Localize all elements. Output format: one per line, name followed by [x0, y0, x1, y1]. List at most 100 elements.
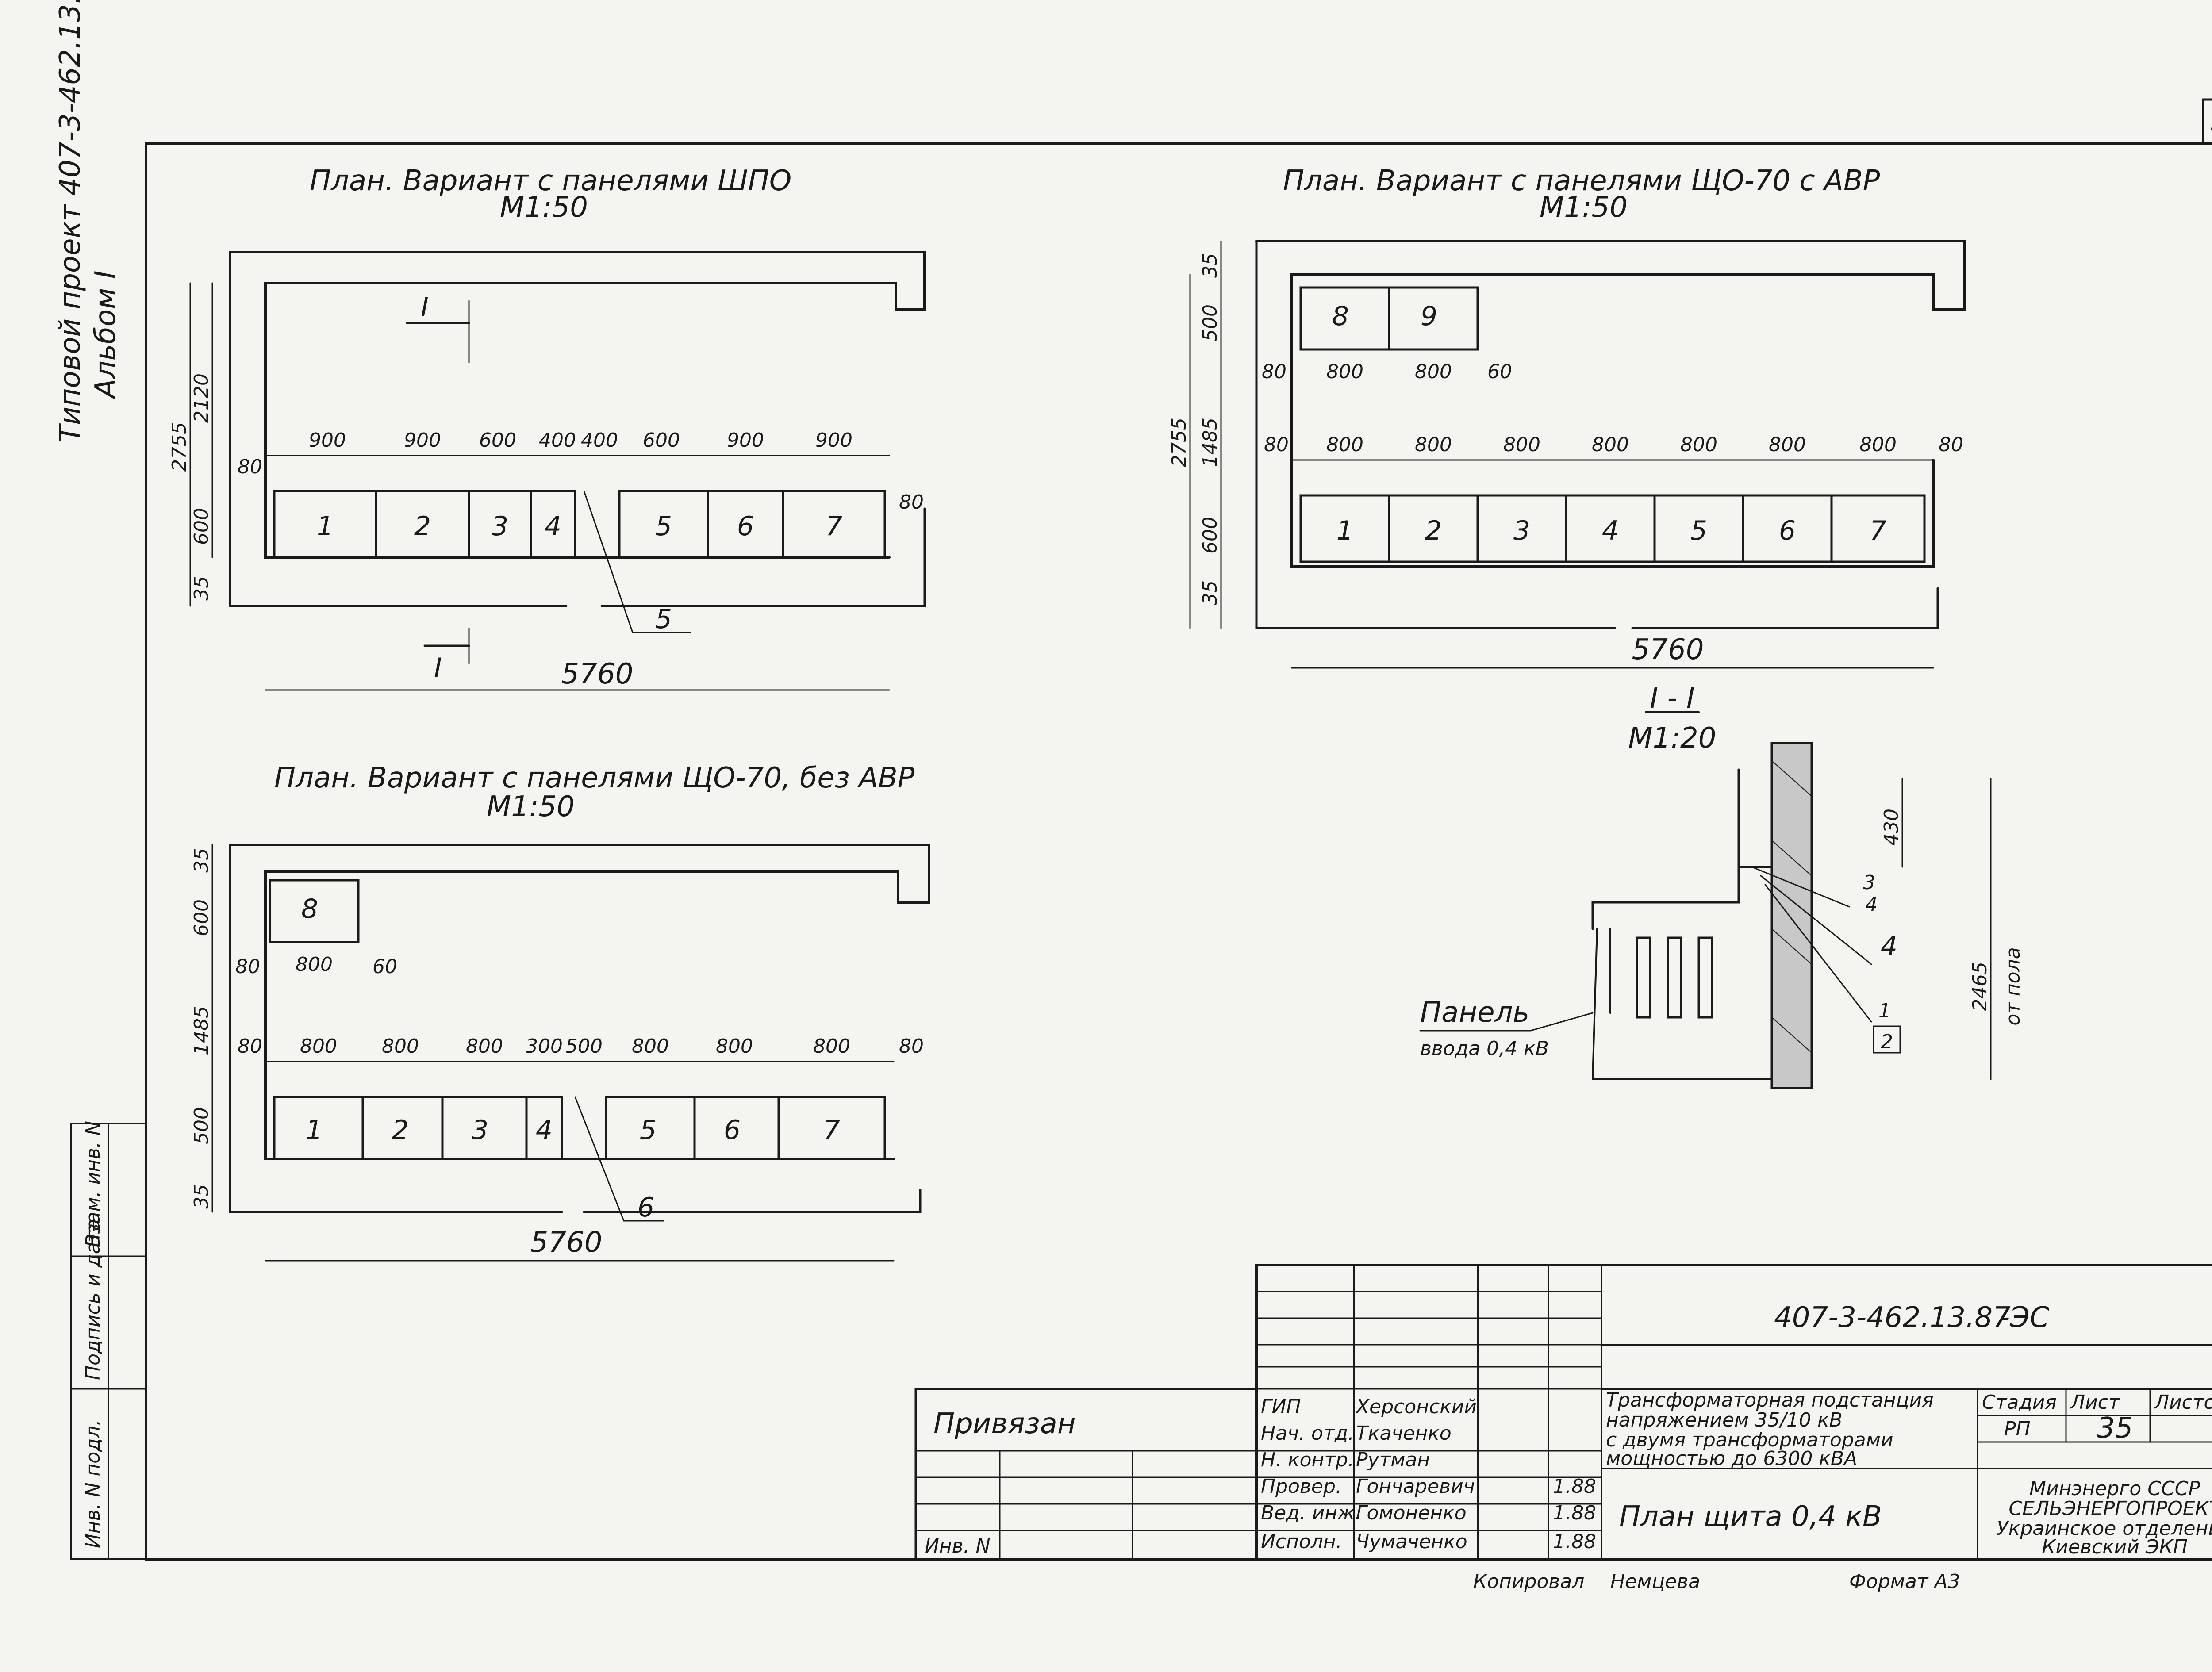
panel-label: 5	[1690, 515, 1707, 546]
panel-7	[782, 490, 886, 559]
room-wall	[1255, 240, 1966, 568]
dim-label: 1485	[190, 1006, 213, 1055]
drawing-code-suffix: -ЭС	[2000, 1301, 2050, 1334]
room-wall	[229, 844, 930, 1160]
panel-7	[777, 1096, 886, 1160]
dim-label: 800	[1326, 433, 1363, 456]
dim-label: 400	[581, 429, 618, 452]
album-label-2: Альбом I	[89, 270, 122, 400]
name-label: Гомоненко	[1356, 1502, 1467, 1524]
dim-label: 80	[1939, 433, 1963, 456]
copied-label: Копировал	[1473, 1570, 1584, 1593]
stage-header: Стадия	[1982, 1391, 2057, 1414]
panel-label-2: ввода 0,4 кВ	[1420, 1037, 1549, 1060]
stage-value: РП	[2004, 1418, 2031, 1440]
panel-label: 8	[1332, 301, 1349, 332]
panel-4	[525, 1096, 563, 1160]
copied-by: Немцева	[1610, 1570, 1700, 1593]
panel-label: 9	[1421, 301, 1437, 332]
lower-dims: 80 800 800 800 800 800 800 800 80	[1264, 433, 1963, 456]
dim-label: 2120	[190, 373, 213, 423]
org-line: СЕЛЬЭНЕРГОПРОЕКТ	[2008, 1497, 2212, 1520]
stamp-signature-date: Подпись и дата	[82, 1219, 104, 1380]
panel-profile	[1591, 768, 1740, 930]
total-length: 5760	[1632, 633, 1704, 666]
callout-label: 6	[637, 1192, 654, 1223]
project-desc: мощностью до 6300 кВА	[1606, 1447, 1857, 1470]
name-label: Чумаченко	[1356, 1530, 1467, 1553]
dim-label: 400	[539, 429, 576, 452]
dim-label: 2755	[1168, 418, 1190, 467]
dim-label: 35	[190, 576, 213, 601]
dim-label: 60	[1487, 360, 1512, 383]
panel-label: 5	[640, 1115, 657, 1146]
section-mark: I	[421, 292, 429, 323]
dim-label: 80	[1264, 433, 1289, 456]
dim-label: 800	[813, 1035, 850, 1058]
dim-label: 600	[190, 508, 213, 545]
dim-label: 900	[815, 429, 853, 452]
dim-label: 800	[716, 1035, 753, 1058]
panel-row: 1 2 3 4 5 6 7	[273, 490, 886, 559]
panel-label: 3	[492, 511, 508, 542]
section-mark: I	[434, 652, 442, 683]
dim-label: 800	[1769, 433, 1806, 456]
dim-label: 900	[727, 429, 764, 452]
panel-label: 6	[737, 511, 754, 542]
section-scale: М1:20	[1628, 722, 1717, 755]
panel-7	[1830, 494, 1926, 563]
panel-label: 5	[655, 511, 672, 542]
panel-label-1: Панель	[1420, 996, 1529, 1029]
plan-shcho-abr: План. Вариант с панелями ЩО-70 с АВР М1:…	[1168, 165, 1966, 669]
panel-label: 2	[392, 1115, 409, 1146]
total-length: 5760	[561, 658, 634, 690]
dim-label: 300	[526, 1035, 563, 1058]
panel-label: 4	[1602, 515, 1619, 546]
stamp-inv-original: Инв. N подл.	[82, 1419, 104, 1548]
dim-label: 500	[190, 1107, 213, 1144]
dim-label: 80	[238, 1035, 262, 1058]
plan-noabr-scale: М1:50	[487, 790, 575, 823]
format-label: Формат А3	[1849, 1570, 1960, 1593]
org-line: Украинское отделение	[1997, 1517, 2212, 1540]
callout-label: 5	[655, 604, 672, 635]
panel-label: 6	[724, 1115, 741, 1146]
name-label: Гончаревич	[1356, 1475, 1475, 1498]
plan-shcho: План. Вариант с панелями ЩО-70, без АВР …	[190, 762, 930, 1262]
org-line: Киевский ЭКП	[2042, 1536, 2188, 1558]
panel-label: 2	[1425, 515, 1442, 546]
dim-label: 800	[1680, 433, 1717, 456]
dim-label: 2755	[168, 422, 191, 472]
section-1-1: I - I М1:20 430 2465 от пола 3 4 4 1 2 П…	[1419, 682, 2024, 1089]
dim-label: 800	[300, 1035, 337, 1058]
panel-label: 1	[317, 511, 334, 542]
room-wall	[229, 251, 926, 559]
panel-row: 1 2 3 4 5 6 7	[1299, 494, 1926, 563]
sheet-value: 35	[2097, 1412, 2133, 1445]
dim-label: 800	[1415, 433, 1452, 456]
callout-label: 4	[1865, 894, 1878, 916]
dim-label: 500	[1199, 304, 1221, 341]
dim-label: 35	[190, 848, 213, 873]
dim-label: 800	[1415, 360, 1452, 383]
dim-label: от пола	[2002, 947, 2024, 1025]
role-label: ГИП	[1261, 1396, 1301, 1418]
panel-label: 7	[826, 511, 842, 542]
panel-4	[530, 490, 576, 559]
role-label: Н. контр.	[1261, 1449, 1354, 1471]
role-label: Нач. отд.	[1261, 1422, 1354, 1445]
panel-label: 3	[472, 1115, 488, 1146]
panel-label: 7	[1870, 515, 1886, 546]
plan-shpo-scale: М1:50	[500, 191, 588, 224]
panel-label: 2	[414, 511, 431, 542]
date-label: 1.88	[1553, 1475, 1596, 1498]
panel-8	[269, 879, 360, 943]
panel-9	[1388, 286, 1479, 351]
panel-label: 1	[306, 1115, 323, 1146]
panel-label: 7	[823, 1115, 840, 1146]
org-line: Минэнерго СССР	[2029, 1477, 2200, 1500]
dim-label: 800	[296, 953, 333, 976]
inv-label: Инв. N	[925, 1535, 991, 1557]
dim-label: 80	[1262, 360, 1286, 383]
